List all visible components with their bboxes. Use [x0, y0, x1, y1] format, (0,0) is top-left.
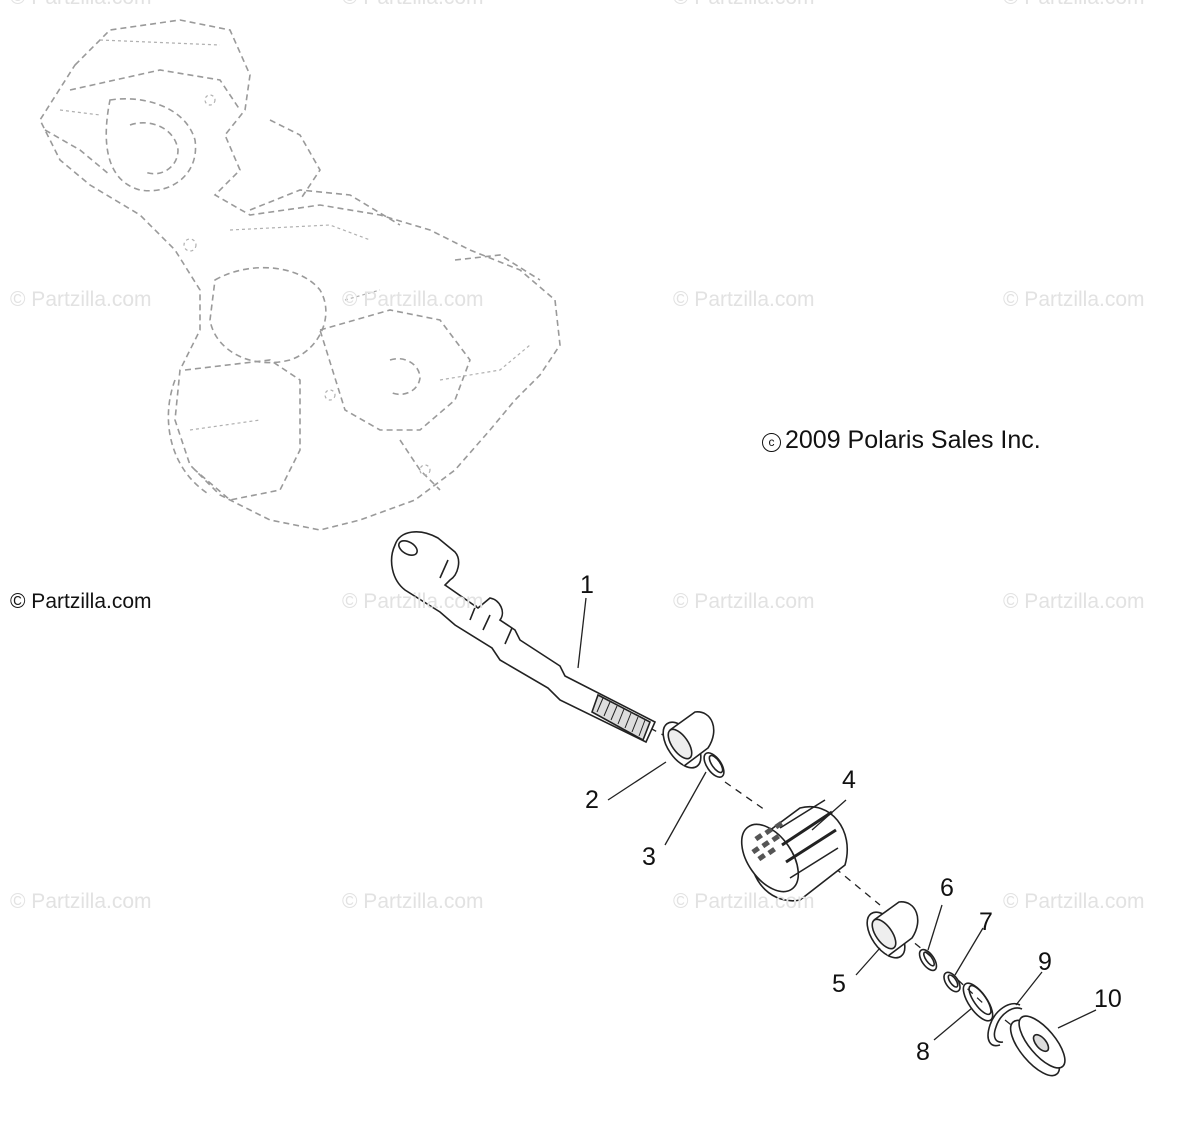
part-5-bearing [866, 901, 919, 959]
part-6-ring [918, 948, 938, 972]
watermark: © Partzilla.com [1003, 890, 1145, 913]
watermark: © Partzilla.com [342, 288, 484, 311]
part-8-washer [962, 982, 994, 1022]
callout-2: 2 [585, 786, 599, 814]
watermark: © Partzilla.com [342, 890, 484, 913]
callout-7: 7 [979, 908, 993, 936]
callout-3: 3 [642, 843, 656, 871]
transmission-housing-outline [39, 19, 561, 531]
callout-6: 6 [940, 874, 954, 902]
part-7-ring [943, 971, 961, 993]
watermark: © Partzilla.com [673, 0, 815, 10]
callout-9: 9 [1038, 948, 1052, 976]
transmission-detail-lines [59, 39, 531, 476]
part-1-shaft [390, 531, 657, 744]
part-10-cap [1009, 1015, 1066, 1077]
watermark: © Partzilla.com [10, 890, 152, 913]
watermark: © Partzilla.com [673, 890, 815, 913]
watermark: © Partzilla.com [673, 288, 815, 311]
part-9-clip [987, 1003, 1023, 1047]
watermark: © Partzilla.com [10, 288, 152, 311]
watermark: © Partzilla.com [10, 0, 152, 10]
part-2-bearing [662, 711, 715, 769]
watermark: © Partzilla.com [673, 590, 815, 613]
callout-10: 10 [1094, 985, 1122, 1013]
watermark: © Partzilla.com [342, 0, 484, 10]
callout-1: 1 [580, 571, 594, 599]
leader-lines [577, 597, 1097, 1041]
callout-5: 5 [832, 970, 846, 998]
watermark: © Partzilla.com [1003, 288, 1145, 311]
site-mark: © Partzilla.com [10, 590, 152, 613]
copyright-text: 2009 Polaris Sales Inc. [785, 426, 1041, 454]
watermark: © Partzilla.com [1003, 0, 1145, 10]
part-4-gear [740, 799, 848, 902]
watermark: © Partzilla.com [342, 590, 484, 613]
callout-8: 8 [916, 1038, 930, 1066]
callout-4: 4 [842, 766, 856, 794]
copyright-symbol: c [762, 433, 781, 452]
watermark: © Partzilla.com [1003, 590, 1145, 613]
part-3-snap-ring [703, 752, 725, 778]
